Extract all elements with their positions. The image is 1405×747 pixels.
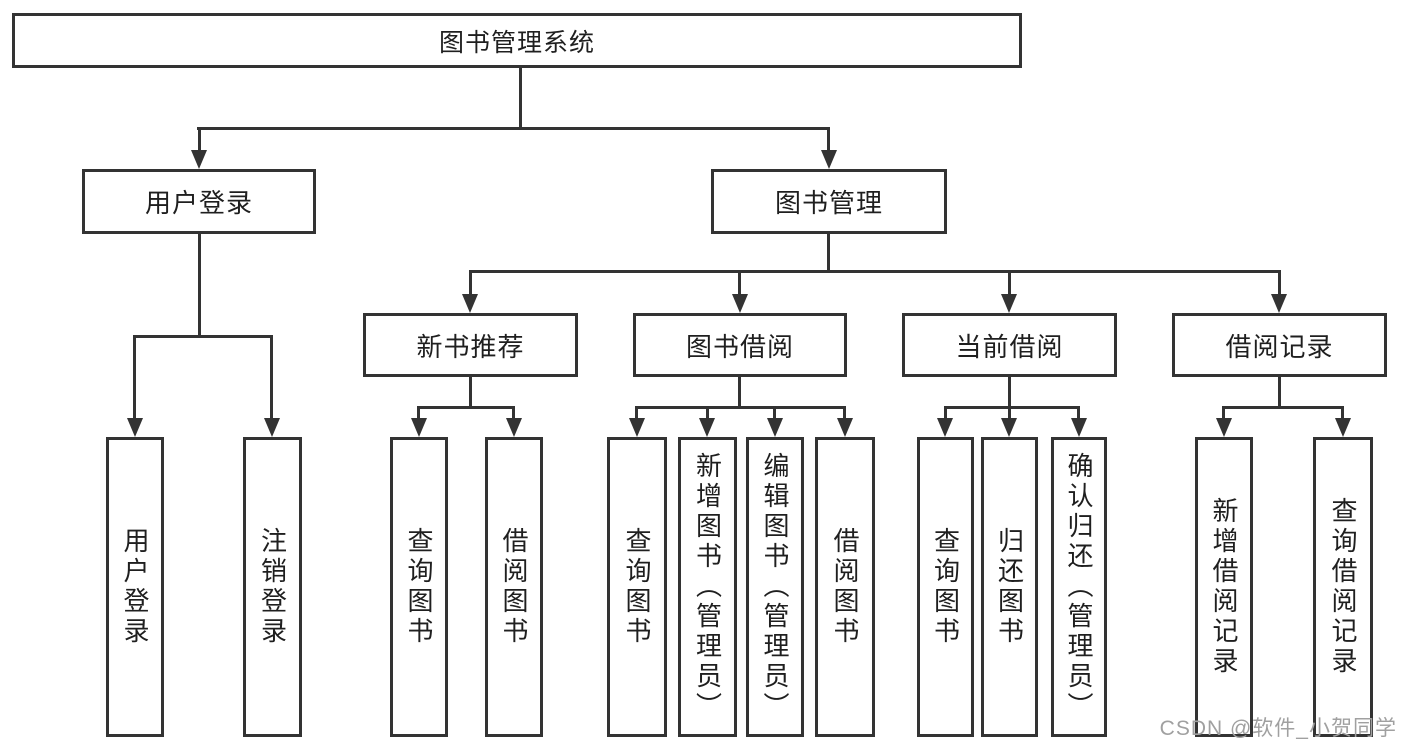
- node-add-books-admin: 新增图书（管理员）: [678, 437, 737, 737]
- arrow-down-icon: [699, 418, 715, 437]
- connector-line: [843, 406, 846, 420]
- node-book-management: 图书管理: [711, 169, 947, 234]
- connector-line: [270, 335, 273, 420]
- connector-line: [1278, 377, 1281, 408]
- node-book-borrowing: 图书借阅: [633, 313, 847, 377]
- arrow-down-icon: [264, 418, 280, 437]
- connector-line: [636, 406, 846, 409]
- node-borrow-books-recommend: 借阅图书: [485, 437, 543, 737]
- node-user-login: 用户登录: [82, 169, 316, 234]
- arrow-down-icon: [837, 418, 853, 437]
- connector-line: [133, 335, 136, 420]
- arrow-down-icon: [191, 150, 207, 169]
- node-edit-books-admin: 编辑图书（管理员）: [746, 437, 804, 737]
- node-query-borrow-record: 查询借阅记录: [1313, 437, 1373, 737]
- connector-line: [1008, 377, 1011, 408]
- connector-line: [827, 127, 830, 153]
- node-query-books-borrowing: 查询图书: [607, 437, 667, 737]
- connector-line: [944, 406, 947, 420]
- connector-line: [706, 406, 709, 420]
- node-add-borrow-record: 新增借阅记录: [1195, 437, 1253, 737]
- connector-line: [417, 406, 420, 420]
- node-query-books-recommend: 查询图书: [390, 437, 448, 737]
- arrow-down-icon: [767, 418, 783, 437]
- connector-line: [198, 127, 201, 153]
- connector-line: [738, 270, 741, 296]
- arrow-down-icon: [1001, 418, 1017, 437]
- arrow-down-icon: [1271, 294, 1287, 313]
- node-query-books-current: 查询图书: [917, 437, 974, 737]
- connector-line: [469, 270, 472, 296]
- arrow-down-icon: [821, 150, 837, 169]
- arrow-down-icon: [411, 418, 427, 437]
- node-confirm-return-admin: 确认归还（管理员）: [1051, 437, 1107, 737]
- arrow-down-icon: [127, 418, 143, 437]
- node-current-borrowing: 当前借阅: [902, 313, 1117, 377]
- arrow-down-icon: [629, 418, 645, 437]
- connector-line: [1278, 270, 1281, 296]
- connector-line: [738, 377, 741, 408]
- node-logout-leaf: 注销登录: [243, 437, 302, 737]
- connector-line: [519, 68, 522, 129]
- connector-line: [1008, 406, 1011, 420]
- arrow-down-icon: [462, 294, 478, 313]
- connector-line: [773, 406, 776, 420]
- connector-line: [197, 127, 830, 130]
- connector-line: [1077, 406, 1080, 420]
- connector-line: [1008, 270, 1011, 296]
- node-return-books: 归还图书: [981, 437, 1038, 737]
- connector-line: [133, 335, 273, 338]
- arrow-down-icon: [732, 294, 748, 313]
- arrow-down-icon: [1001, 294, 1017, 313]
- connector-line: [827, 234, 830, 272]
- csdn-watermark: CSDN @软件_小贺同学: [1159, 717, 1397, 740]
- node-borrowing-records: 借阅记录: [1172, 313, 1387, 377]
- node-library-system: 图书管理系统: [12, 13, 1022, 68]
- connector-line: [418, 406, 515, 409]
- connector-line: [944, 406, 1080, 409]
- connector-line: [512, 406, 515, 420]
- arrow-down-icon: [506, 418, 522, 437]
- connector-line: [635, 406, 638, 420]
- connector-line: [1223, 406, 1344, 409]
- arrow-down-icon: [1335, 418, 1351, 437]
- connector-line: [1341, 406, 1344, 420]
- node-new-book-recommend: 新书推荐: [363, 313, 578, 377]
- connector-line: [469, 270, 1280, 273]
- connector-line: [198, 234, 201, 335]
- connector-line: [469, 377, 472, 408]
- node-borrow-books-borrowing: 借阅图书: [815, 437, 875, 737]
- arrow-down-icon: [937, 418, 953, 437]
- arrow-down-icon: [1216, 418, 1232, 437]
- connector-line: [1222, 406, 1225, 420]
- node-user-login-leaf: 用户登录: [106, 437, 164, 737]
- arrow-down-icon: [1071, 418, 1087, 437]
